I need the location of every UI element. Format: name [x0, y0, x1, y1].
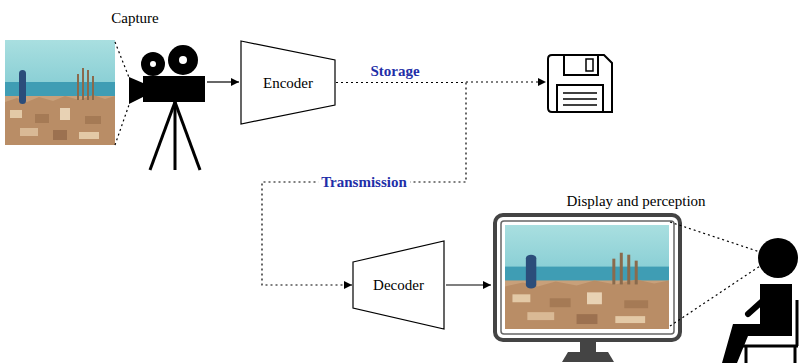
illustration-part	[168, 45, 198, 75]
trapezoid-shape	[353, 241, 444, 329]
camera-arrow	[207, 82, 239, 83]
illustration-part	[129, 77, 143, 104]
illustration-part	[670, 222, 760, 252]
illustration-part	[5, 40, 115, 145]
illustration-part	[557, 85, 603, 112]
illustration-part	[796, 300, 799, 346]
edge-label: Transmission	[318, 173, 410, 191]
illustration-part	[564, 55, 598, 75]
caption-label: Storage	[370, 62, 419, 80]
illustration-part	[150, 102, 175, 170]
illustration-part	[141, 52, 165, 76]
illustration-part	[670, 266, 760, 326]
illustration-part	[563, 104, 597, 106]
illustration-part	[466, 81, 546, 82]
illustration-part	[175, 102, 200, 170]
illustration-part	[150, 61, 156, 67]
illustration-part	[548, 55, 612, 112]
illustration-part	[794, 346, 797, 363]
illustration-part	[562, 352, 614, 362]
illustration-part	[758, 238, 798, 278]
city-photo	[5, 40, 115, 145]
illustration-part	[179, 56, 187, 64]
illustration-part	[742, 345, 798, 348]
illustration-part	[501, 221, 674, 334]
illustration-part	[722, 284, 792, 363]
illustration-part	[115, 42, 130, 80]
illustration-part	[586, 59, 593, 71]
illustration-part	[115, 102, 130, 145]
illustration-part	[505, 225, 669, 329]
illustration-part	[495, 215, 680, 340]
caption-label: Capture	[111, 9, 158, 27]
codec-block: Encoder	[240, 40, 336, 125]
floppy-disk	[548, 55, 612, 112]
illustration-part	[580, 342, 596, 352]
computer-monitor	[495, 215, 680, 362]
illustration-part	[174, 102, 177, 170]
illustration-part	[563, 98, 597, 100]
illustration-part	[446, 284, 491, 285]
block-label: Encoder	[263, 74, 313, 92]
decoder-arrow	[446, 285, 491, 286]
illustration-part	[207, 81, 239, 82]
block-label: Decoder	[373, 276, 424, 294]
viewer-person	[722, 238, 798, 363]
capture-rays	[115, 42, 130, 145]
illustration-part	[143, 76, 205, 102]
trapezoid-shape	[241, 41, 335, 124]
view-rays	[670, 222, 760, 326]
codec-block: Decoder	[352, 240, 445, 330]
video-camera	[129, 45, 205, 170]
illustration-part	[563, 92, 597, 94]
illustration-part	[748, 296, 768, 314]
storage-line	[466, 82, 546, 83]
caption-label: Display and perception	[566, 192, 705, 210]
illustration-part	[745, 346, 748, 363]
